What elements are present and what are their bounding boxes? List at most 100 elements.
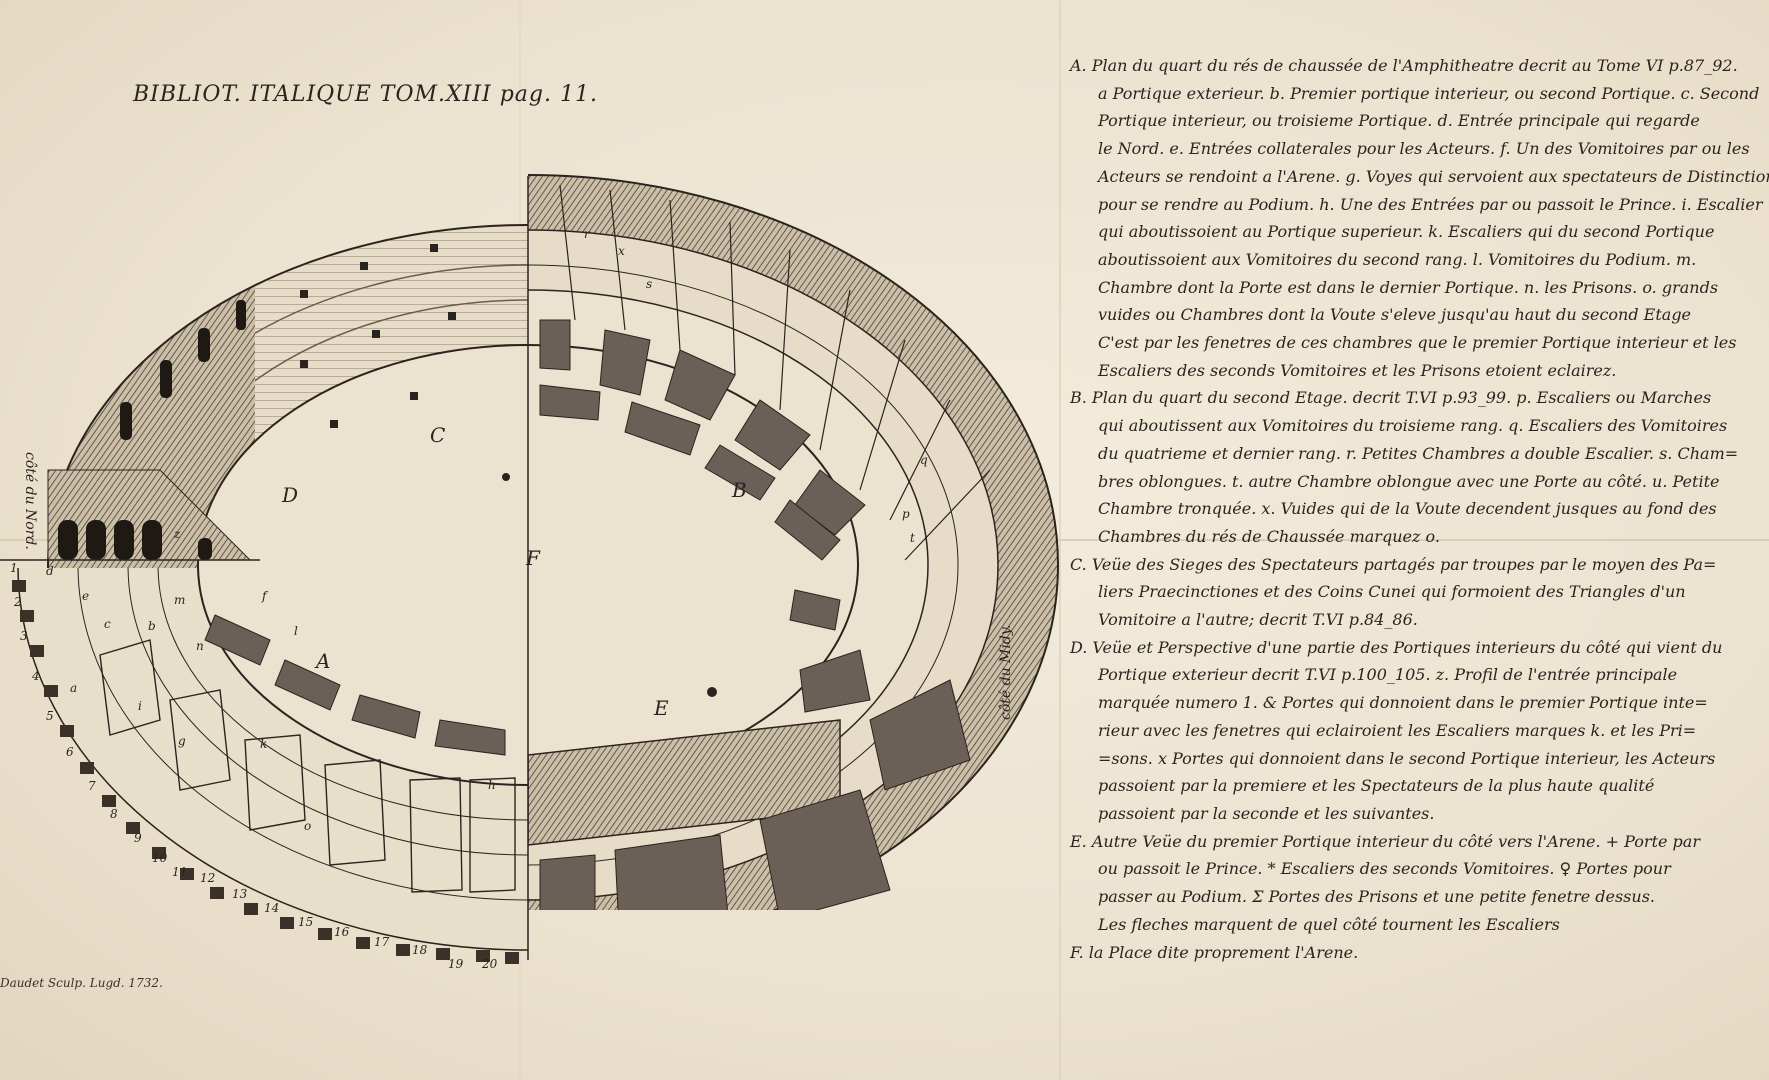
key-letter: h: [488, 778, 496, 792]
legend-entry: A. Plan du quart du rés de chaussée de l…: [1070, 52, 1769, 384]
engraver-signature: Daudet Sculp. Lugd. 1732.: [0, 976, 163, 990]
key-letter: q: [920, 453, 928, 467]
legend-line: passer au Podium. Σ Portes des Prisons e…: [1098, 887, 1655, 907]
legend-line: Chambre tronquée. x. Vuides qui de la Vo…: [1098, 499, 1717, 519]
key-number: 5: [46, 709, 54, 723]
key-number: 18: [412, 943, 428, 957]
key-number: 15: [298, 915, 313, 929]
key-letter: c: [104, 617, 111, 631]
legend-text: A. Plan du quart du rés de chaussée de l…: [1070, 52, 1769, 967]
plate-header: BIBLIOT. ITALIQUE TOM.XIII pag. 11.: [133, 82, 598, 107]
key-number: 14: [264, 901, 279, 915]
key-number: 2: [13, 595, 22, 609]
key-number: 12: [200, 871, 215, 885]
key-letter: d: [46, 564, 54, 578]
legend-line: Escaliers des seconds Vomitoires et les …: [1098, 360, 1617, 380]
legend-entry: E. Autre Veüe du premier Portique interi…: [1070, 828, 1760, 939]
label-cote-midy: côté du Midy.: [998, 625, 1014, 720]
arena-point-south: [707, 687, 717, 697]
legend-line: passoient par la premiere et les Spectat…: [1098, 776, 1655, 796]
legend-entry: D. Veüe et Perspective d'une partie des …: [1070, 634, 1760, 828]
key-letter: b: [148, 619, 156, 633]
second-storey-plan-b: [528, 174, 1059, 910]
legend-entry: C. Veüe des Sieges des Spectateurs parta…: [1070, 551, 1760, 634]
legend-line: le Nord. e. Entrées collaterales pour le…: [1098, 139, 1750, 159]
legend-line: B. Plan du quart du second Etage. decrit…: [1070, 388, 1712, 408]
label-section-b: B: [731, 478, 747, 502]
key-number: 20: [481, 957, 498, 971]
legend-line: a Portique exterieur. b. Premier portiqu…: [1098, 83, 1760, 103]
key-letter: m: [174, 593, 185, 607]
key-letter: e: [82, 589, 89, 603]
legend-line: Vomitoire a l'autre; decrit T.VI p.84_86…: [1098, 610, 1418, 630]
key-number: 16: [334, 925, 350, 939]
key-number: 7: [88, 779, 96, 793]
label-section-a: A: [314, 649, 330, 673]
label-section-f: F: [525, 546, 541, 570]
legend-line: Chambres du rés de Chaussée marquez o.: [1098, 526, 1440, 546]
key-letter: g: [178, 734, 186, 748]
key-number: 6: [66, 745, 74, 759]
legend-line: pour se rendre au Podium. h. Une des Ent…: [1098, 194, 1763, 214]
label-section-d: D: [281, 483, 298, 507]
legend-line: rieur avec les fenetres qui eclairoient …: [1098, 720, 1697, 740]
key-number: 9: [134, 831, 142, 845]
key-letter: o: [304, 819, 311, 833]
legend-line: marquée numero 1. & Portes qui donnoient…: [1098, 693, 1708, 713]
key-number: 17: [374, 935, 390, 949]
key-number: 19: [448, 957, 464, 971]
legend-line: aboutissoient aux Vomitoires du second r…: [1098, 249, 1697, 269]
key-letter: i: [138, 699, 142, 713]
key-number: 1: [10, 561, 18, 575]
legend-line: passoient par la seconde et les suivante…: [1098, 803, 1435, 823]
label-cote-nord: côté du Nord.: [22, 452, 38, 550]
key-number: 10: [152, 851, 168, 865]
plan-letter-keys: a b c d e f g h i k l m n o p q r s t x …: [46, 227, 928, 833]
key-letter: t: [910, 531, 915, 545]
key-number: 13: [232, 887, 248, 901]
label-section-e: E: [653, 696, 669, 720]
legend-line: C. Veüe des Sieges des Spectateurs parta…: [1070, 554, 1717, 574]
legend-line: bres oblongues. t. autre Chambre oblongu…: [1098, 471, 1720, 491]
legend-line: D. Veüe et Perspective d'une partie des …: [1070, 637, 1723, 657]
legend-line: C'est par les fenetres de ces chambres q…: [1098, 333, 1737, 353]
legend-line: Les fleches marquent de quel côté tourne…: [1098, 914, 1560, 934]
key-letter: f: [261, 589, 269, 603]
legend-line: liers Praecinctiones et des Coins Cunei …: [1098, 582, 1686, 602]
key-number: 8: [110, 807, 118, 821]
legend-entry: B. Plan du quart du second Etage. decrit…: [1070, 384, 1760, 550]
legend-line: Portique exterieur decrit T.VI p.100_105…: [1098, 665, 1678, 685]
key-letter: r: [584, 227, 591, 241]
legend-line: Acteurs se rendoint a l'Arene. g. Voyes …: [1098, 166, 1769, 186]
legend-line: =sons. x Portes qui donnoient dans le se…: [1098, 748, 1716, 768]
arena-point-north: [502, 473, 510, 481]
legend-line: Portique interieur, ou troisieme Portiqu…: [1098, 111, 1700, 131]
key-letter: a: [70, 681, 77, 695]
seating-view-c: [255, 224, 528, 570]
key-letter: x: [618, 244, 625, 258]
legend-line: du quatrieme et dernier rang. r. Petites…: [1098, 443, 1739, 463]
plan-number-keys: 1 2 3 4 5 6 7 8 9 10 11 12 13 14 15 16 1…: [10, 561, 498, 971]
ground-floor-plan-a: [12, 568, 528, 964]
legend-line: Chambre dont la Porte est dans le dernie…: [1098, 277, 1719, 297]
legend-line: vuides ou Chambres dont la Voute s'eleve…: [1098, 305, 1692, 325]
key-letter: l: [294, 624, 298, 638]
key-letter: p: [902, 507, 910, 521]
legend-line: qui aboutissoient au Portique superieur.…: [1098, 222, 1715, 242]
key-number: 3: [20, 629, 28, 643]
key-letter: z: [173, 527, 181, 541]
key-number: 11: [172, 865, 187, 879]
key-letter: n: [196, 639, 204, 653]
legend-line: F. la Place dite proprement l'Arene.: [1070, 942, 1359, 962]
key-letter: k: [260, 737, 267, 751]
legend-entry: F. la Place dite proprement l'Arene.: [1070, 939, 1760, 967]
label-section-c: C: [430, 423, 445, 447]
legend-line: qui aboutissent aux Vomitoires du troisi…: [1098, 416, 1728, 436]
legend-line: E. Autre Veüe du premier Portique interi…: [1070, 831, 1700, 851]
legend-line: ou passoit le Prince. * Escaliers des se…: [1098, 859, 1671, 879]
legend-line: A. Plan du quart du rés de chaussée de l…: [1070, 56, 1738, 75]
key-letter: s: [646, 277, 652, 291]
key-number: 4: [31, 669, 40, 683]
